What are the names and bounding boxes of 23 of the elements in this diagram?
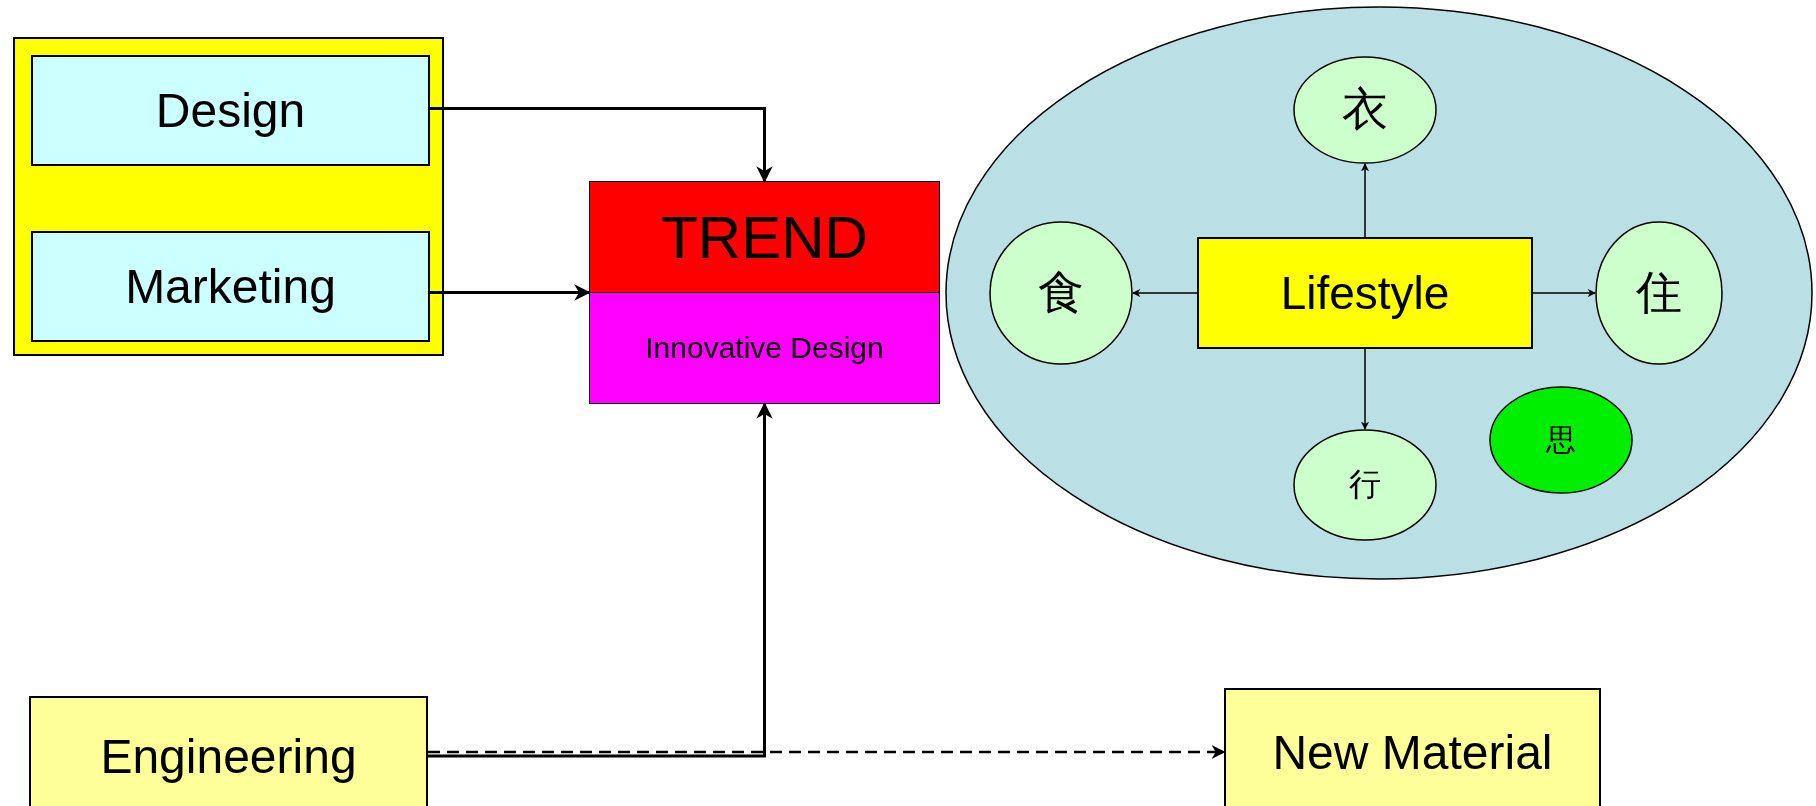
arrow [428,107,773,183]
character-circle: 行 [1293,429,1437,541]
arrow [428,402,773,758]
label-box: Marketing [31,231,430,342]
character-circle: 食 [989,221,1133,365]
arrow [428,284,591,301]
panel-box [13,37,444,356]
arrow [1132,288,1198,298]
dashed-arrow [428,745,1226,759]
title-band: TREND [590,182,939,292]
arrow [1532,288,1596,298]
arrow [1360,348,1370,430]
arrow [1360,163,1370,238]
label-box: Engineering [29,696,428,806]
label-box: New Material [1224,688,1601,806]
subtitle-band: Innovative Design [590,292,939,403]
label-box: Lifestyle [1197,237,1533,349]
character-circle: 衣 [1293,56,1437,164]
character-circle: 思 [1489,386,1633,494]
character-circle: 住 [1595,221,1723,365]
label-box: Design [31,55,430,166]
oval-area [945,6,1813,580]
trend-box [589,181,940,404]
